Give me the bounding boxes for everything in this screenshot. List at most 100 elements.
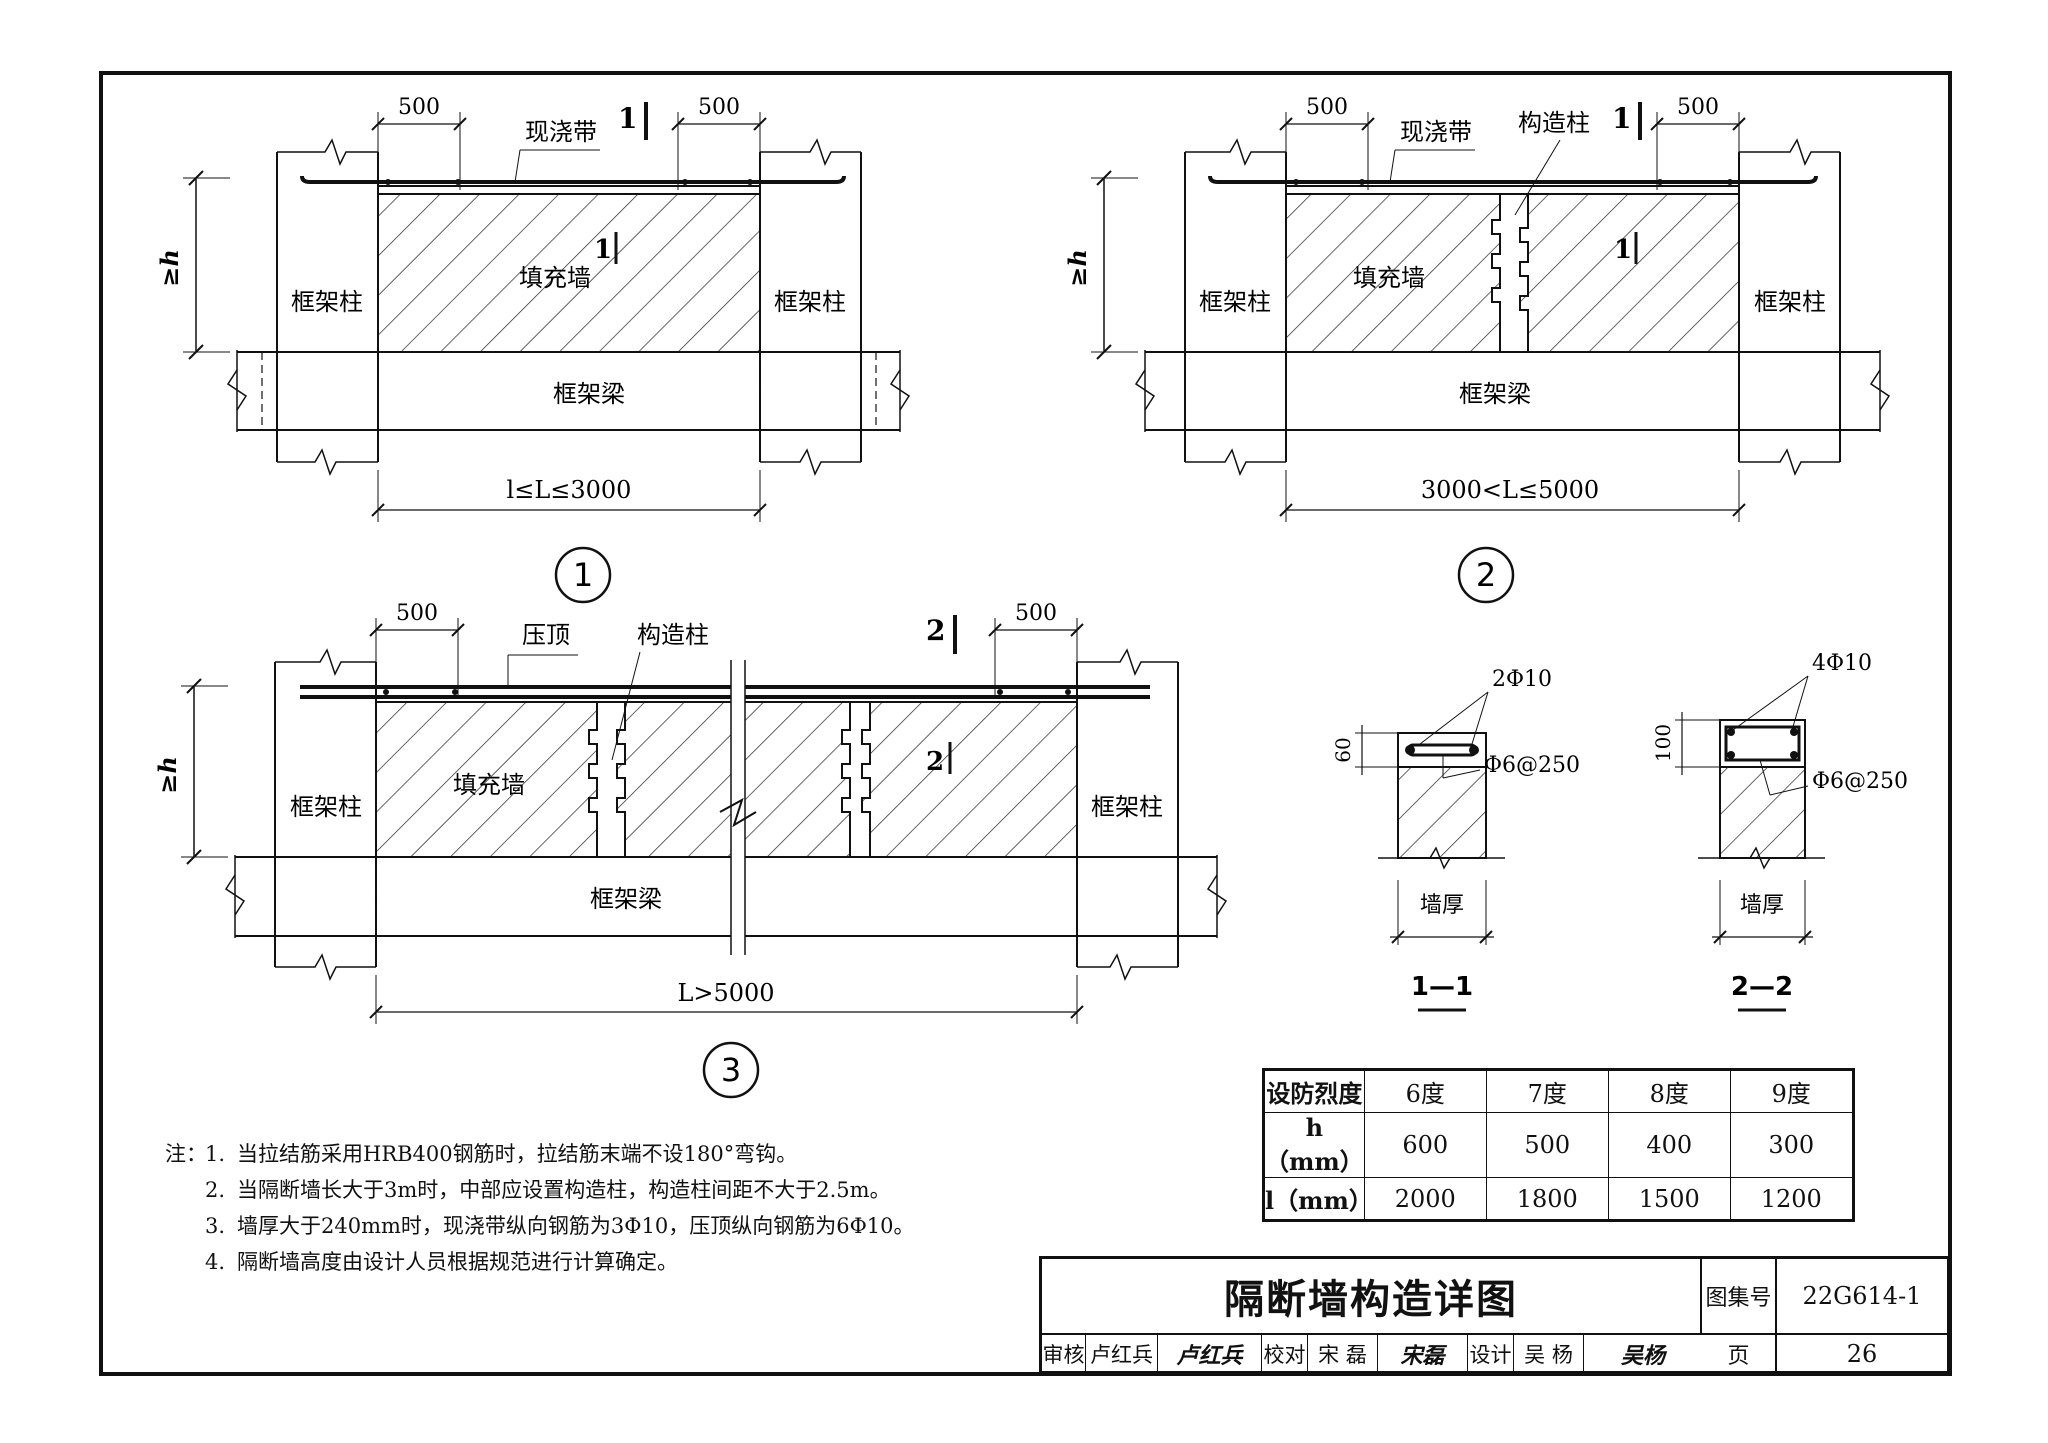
section-1-name: 1—1 — [1411, 972, 1473, 1002]
section-1-stirrup: Φ6@250 — [1484, 753, 1580, 778]
review-name: 卢红兵 — [1086, 1335, 1158, 1373]
table-cell: 500 — [1485, 1112, 1609, 1178]
note-number: 2. — [205, 1178, 226, 1202]
table-row: l（mm） 2000 1800 1500 1200 — [1263, 1177, 1854, 1221]
dim-500-left: 500 — [398, 95, 440, 120]
diagram-id-3: 3 — [721, 1051, 741, 1089]
design-label: 设计 — [1468, 1335, 1514, 1373]
title-block: 隔断墙构造详图 图集号 22G614-1 审核 卢红兵 卢红兵 校对 宋 磊 宋… — [1039, 1256, 1950, 1374]
diagram-3: ≥h 500 500 压顶 构造柱 2 2 填充墙 框架柱 框架柱 框架梁 L>… — [153, 601, 1228, 1099]
seismic-table: 设防烈度 6度 7度 8度 9度 h（mm） 600 500 400 300 l… — [1262, 1068, 1855, 1222]
span-label-3: L>5000 — [677, 979, 774, 1007]
section-2-name: 2—2 — [1731, 972, 1793, 1002]
table-cell: 1500 — [1607, 1177, 1731, 1221]
dim-500-right: 500 — [1677, 95, 1719, 120]
note-number: 1. — [205, 1142, 226, 1166]
frame-col-left: 框架柱 — [290, 793, 362, 821]
frame-beam-label: 框架梁 — [1459, 380, 1531, 408]
design-signature: 吴杨 — [1620, 1343, 1665, 1369]
table-cell: 600 — [1363, 1112, 1487, 1178]
section-1-1: 60 2Φ10 Φ6@250 墙厚 1—1 — [1331, 667, 1580, 1012]
cast-band-label: 现浇带 — [525, 118, 597, 146]
section-1-bar: 2Φ10 — [1492, 667, 1552, 692]
h-label: ≥h — [1063, 249, 1092, 287]
dim-500-right: 500 — [698, 95, 740, 120]
coping-label: 压顶 — [522, 621, 570, 649]
section-2-stirrup: Φ6@250 — [1812, 769, 1908, 794]
review-signature: 卢红兵 — [1158, 1335, 1262, 1373]
diagram-2: ≥h 500 500 现浇带 构造柱 1 1 填充墙 框架柱 框架柱 框架梁 3… — [1063, 95, 1891, 604]
diagram-1: ≥h 500 500 现浇带 1 1 填充墙 框架柱 框架柱 框架梁 l≤L≤3… — [155, 95, 911, 604]
review-label: 审核 — [1042, 1335, 1086, 1373]
dim-500-right: 500 — [1015, 601, 1057, 626]
section-2-height: 100 — [1651, 724, 1675, 762]
table-header-cell: 设防烈度 — [1263, 1069, 1365, 1113]
section-mark-1-top: 1 — [1612, 102, 1631, 135]
table-row: 设防烈度 6度 7度 8度 9度 — [1263, 1069, 1854, 1113]
h-label: ≥h — [155, 249, 184, 287]
check-label: 校对 — [1262, 1335, 1308, 1373]
frame-col-right: 框架柱 — [1091, 793, 1163, 821]
frame-beam-label: 框架梁 — [590, 885, 662, 913]
section-mark-1-wall: 1 — [1614, 235, 1632, 265]
frame-col-right: 框架柱 — [1754, 288, 1826, 316]
section-1-height: 60 — [1331, 737, 1355, 762]
note-number: 3. — [205, 1214, 226, 1238]
section-mark-2-wall: 2 — [926, 747, 944, 777]
table-cell: 300 — [1729, 1112, 1854, 1178]
atlas-number: 22G614-1 — [1777, 1259, 1947, 1335]
h-label: ≥h — [153, 756, 182, 794]
frame-col-left: 框架柱 — [1199, 288, 1271, 316]
note-item: 注：1. 当拉结筋采用HRB400钢筋时，拉结筋末端不设180°弯钩。 — [165, 1136, 915, 1172]
note-text: 当隔断墙长大于3m时，中部应设置构造柱，构造柱间距不大于2.5m。 — [237, 1178, 891, 1202]
design-name: 吴 杨 — [1514, 1335, 1584, 1373]
section-2-width: 墙厚 — [1740, 893, 1784, 918]
notes-head: 注： — [165, 1142, 207, 1166]
page-label: 页 — [1702, 1335, 1777, 1373]
table-cell: 1200 — [1729, 1177, 1854, 1221]
note-text: 当拉结筋采用HRB400钢筋时，拉结筋末端不设180°弯钩。 — [237, 1142, 798, 1166]
note-text: 墙厚大于240mm时，现浇带纵向钢筋为3Φ10，压顶纵向钢筋为6Φ10。 — [237, 1214, 915, 1238]
struct-col-label: 构造柱 — [1518, 109, 1590, 137]
cast-band-label: 现浇带 — [1400, 118, 1472, 146]
note-number: 4. — [205, 1250, 226, 1274]
table-row: h（mm） 600 500 400 300 — [1263, 1112, 1854, 1178]
diagram-id-2: 2 — [1476, 556, 1496, 594]
section-2-bar: 4Φ10 — [1812, 651, 1872, 676]
note-item: 4. 隔断墙高度由设计人员根据规范进行计算确定。 — [165, 1244, 915, 1280]
table-cell: 1800 — [1485, 1177, 1609, 1221]
note-text: 隔断墙高度由设计人员根据规范进行计算确定。 — [237, 1250, 678, 1274]
table-cell: h（mm） — [1263, 1112, 1365, 1178]
notes: 注：1. 当拉结筋采用HRB400钢筋时，拉结筋末端不设180°弯钩。 2. 当隔断… — [165, 1136, 915, 1280]
dim-500-left: 500 — [396, 601, 438, 626]
fill-wall-label: 填充墙 — [1353, 264, 1425, 292]
atlas-label: 图集号 — [1702, 1259, 1777, 1335]
table-header-cell: 8度 — [1607, 1069, 1731, 1113]
diagram-id-1: 1 — [573, 556, 593, 594]
table-header-cell: 9度 — [1729, 1069, 1854, 1113]
table-header-cell: 7度 — [1485, 1069, 1609, 1113]
span-label-2: 3000<L≤5000 — [1421, 476, 1599, 504]
note-item: 3. 墙厚大于240mm时，现浇带纵向钢筋为3Φ10，压顶纵向钢筋为6Φ10。 — [165, 1208, 915, 1244]
dim-500-left: 500 — [1306, 95, 1348, 120]
frame-beam-label: 框架梁 — [553, 380, 625, 408]
frame-col-right: 框架柱 — [774, 288, 846, 316]
table-cell: l（mm） — [1263, 1177, 1373, 1221]
table-cell: 2000 — [1363, 1177, 1487, 1221]
table-header-cell: 6度 — [1363, 1069, 1487, 1113]
table-cell: 400 — [1607, 1112, 1731, 1178]
frame-col-left: 框架柱 — [291, 288, 363, 316]
sheet-border — [99, 71, 1952, 1376]
fill-wall-label: 填充墙 — [519, 264, 591, 292]
check-signature: 宋磊 — [1378, 1335, 1468, 1373]
section-mark-1-top: 1 — [618, 102, 637, 135]
struct-col-label: 构造柱 — [637, 621, 709, 649]
section-mark-1-wall: 1 — [594, 235, 612, 265]
sheet-title: 隔断墙构造详图 — [1042, 1259, 1702, 1335]
fill-wall-label: 填充墙 — [453, 771, 525, 799]
section-2-2: 100 4Φ10 Φ6@250 墙厚 2—2 — [1651, 651, 1908, 1012]
check-name: 宋 磊 — [1308, 1335, 1378, 1373]
span-label-1: l≤L≤3000 — [507, 476, 632, 504]
section-1-width: 墙厚 — [1420, 893, 1464, 918]
